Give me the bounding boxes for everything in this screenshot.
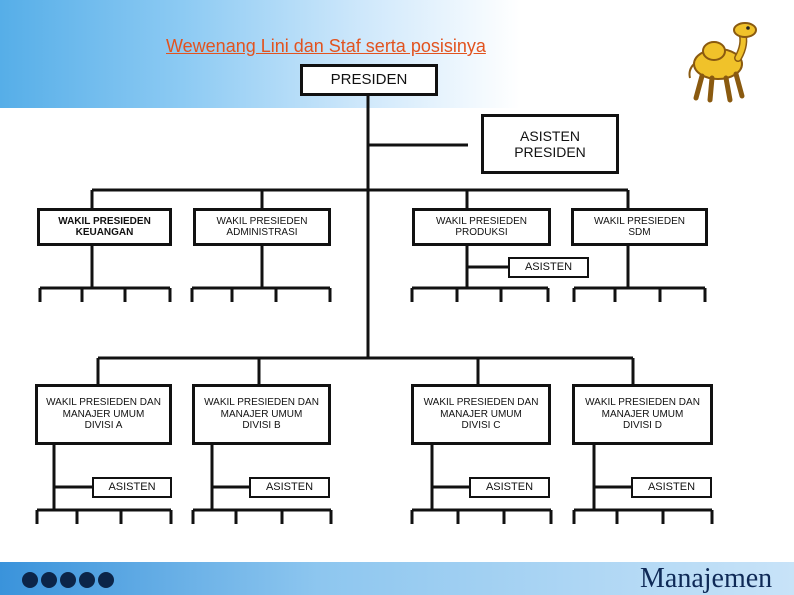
division-c-assistant-box: ASISTEN (469, 477, 550, 498)
division-a-manager-box: WAKIL PRESIEDEN DAN MANAJER UMUM DIVISI … (35, 384, 172, 445)
footer-bar (0, 562, 794, 595)
division-d-assistant-box: ASISTEN (631, 477, 712, 498)
president-box: PRESIDEN (300, 64, 438, 96)
footer-dot (41, 572, 57, 588)
division-c-manager-label: WAKIL PRESIEDEN DAN MANAJER UMUM DIVISI … (423, 397, 539, 432)
division-d-assistant-label: ASISTEN (647, 481, 696, 494)
footer-dots (22, 572, 114, 588)
division-b-manager-label: WAKIL PRESIEDEN DAN MANAJER UMUM DIVISI … (204, 397, 319, 432)
vp-administration-label: WAKIL PRESIEDEN ADMINISTRASI (216, 215, 308, 239)
vp-hr-label: WAKIL PRESIEDEN SDM (594, 215, 685, 239)
assistant-president-label: ASISTEN PRESIDEN (514, 127, 586, 160)
division-a-manager-label: WAKIL PRESIEDEN DAN MANAJER UMUM DIVISI … (46, 397, 161, 432)
division-b-manager-box: WAKIL PRESIEDEN DAN MANAJER UMUM DIVISI … (192, 384, 331, 445)
division-d-manager-box: WAKIL PRESIEDEN DAN MANAJER UMUM DIVISI … (572, 384, 713, 445)
production-assistant-box: ASISTEN (508, 257, 589, 278)
footer-dot (98, 572, 114, 588)
camel-mascot-icon (688, 22, 757, 103)
assistant-president-box: ASISTEN PRESIDEN (481, 114, 619, 174)
division-c-assistant-label: ASISTEN (485, 481, 534, 494)
vp-administration-box: WAKIL PRESIEDEN ADMINISTRASI (193, 208, 331, 246)
division-a-assistant-label: ASISTEN (108, 481, 156, 494)
footer-dot (22, 572, 38, 588)
slide-title: Wewenang Lini dan Staf serta posisinya (166, 36, 486, 56)
division-d-manager-label: WAKIL PRESIEDEN DAN MANAJER UMUM DIVISI … (585, 397, 700, 432)
vp-production-box: WAKIL PRESIEDEN PRODUKSI (412, 208, 551, 246)
vp-finance-label: WAKIL PRESIEDEN KEUANGAN (58, 215, 151, 239)
division-b-assistant-box: ASISTEN (249, 477, 330, 498)
vp-finance-box: WAKIL PRESIEDEN KEUANGAN (37, 208, 172, 246)
footer-brand: Manajemen (640, 563, 773, 594)
footer-dot (60, 572, 76, 588)
division-a-assistant-box: ASISTEN (92, 477, 172, 498)
division-b-assistant-label: ASISTEN (265, 481, 314, 494)
vp-hr-box: WAKIL PRESIEDEN SDM (571, 208, 708, 246)
footer-dot (79, 572, 95, 588)
vp-production-label: WAKIL PRESIEDEN PRODUKSI (436, 215, 527, 239)
division-c-manager-box: WAKIL PRESIEDEN DAN MANAJER UMUM DIVISI … (411, 384, 551, 445)
president-label: PRESIDEN (330, 71, 408, 89)
production-assistant-label: ASISTEN (524, 261, 573, 274)
